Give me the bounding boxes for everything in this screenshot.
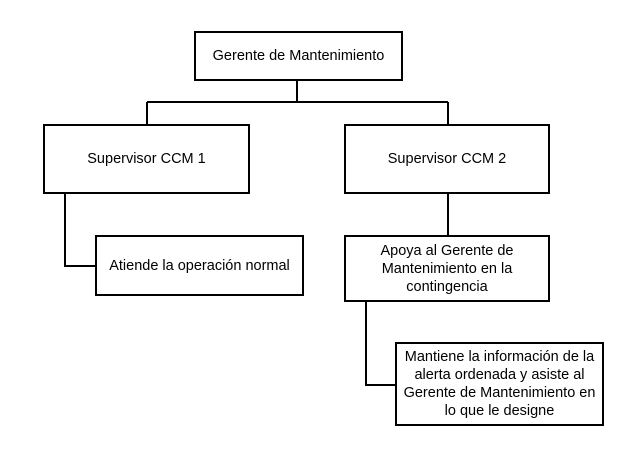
node-mantiene-informacion: Mantiene la información de la alerta ord… — [395, 342, 604, 426]
connector-apoya-to-mantiene — [365, 302, 395, 386]
node-apoya-al-gerente: Apoya al Gerente de Mantenimiento en la … — [344, 235, 550, 302]
node-atiende-label: Atiende la operación normal — [109, 257, 290, 274]
node-supervisor-1-label: Supervisor CCM 1 — [87, 151, 206, 167]
node-supervisor-ccm-2: Supervisor CCM 2 — [344, 124, 550, 194]
node-supervisor-2-label: Supervisor CCM 2 — [387, 151, 507, 167]
node-gerente-de-mantenimiento: Gerente de Mantenimiento — [194, 31, 403, 81]
node-supervisor-ccm-1: Supervisor CCM 1 — [43, 124, 250, 194]
node-apoya-label: Apoya al Gerente de Mantenimiento en la … — [380, 242, 514, 295]
connector-supervisor-1-to-atiende — [64, 194, 95, 267]
node-atiende-operacion-normal: Atiende la operación normal — [95, 235, 304, 296]
node-mantiene-label: Mantiene la información de la alerta ord… — [403, 349, 596, 419]
node-gerente-label: Gerente de Mantenimiento — [212, 48, 385, 64]
